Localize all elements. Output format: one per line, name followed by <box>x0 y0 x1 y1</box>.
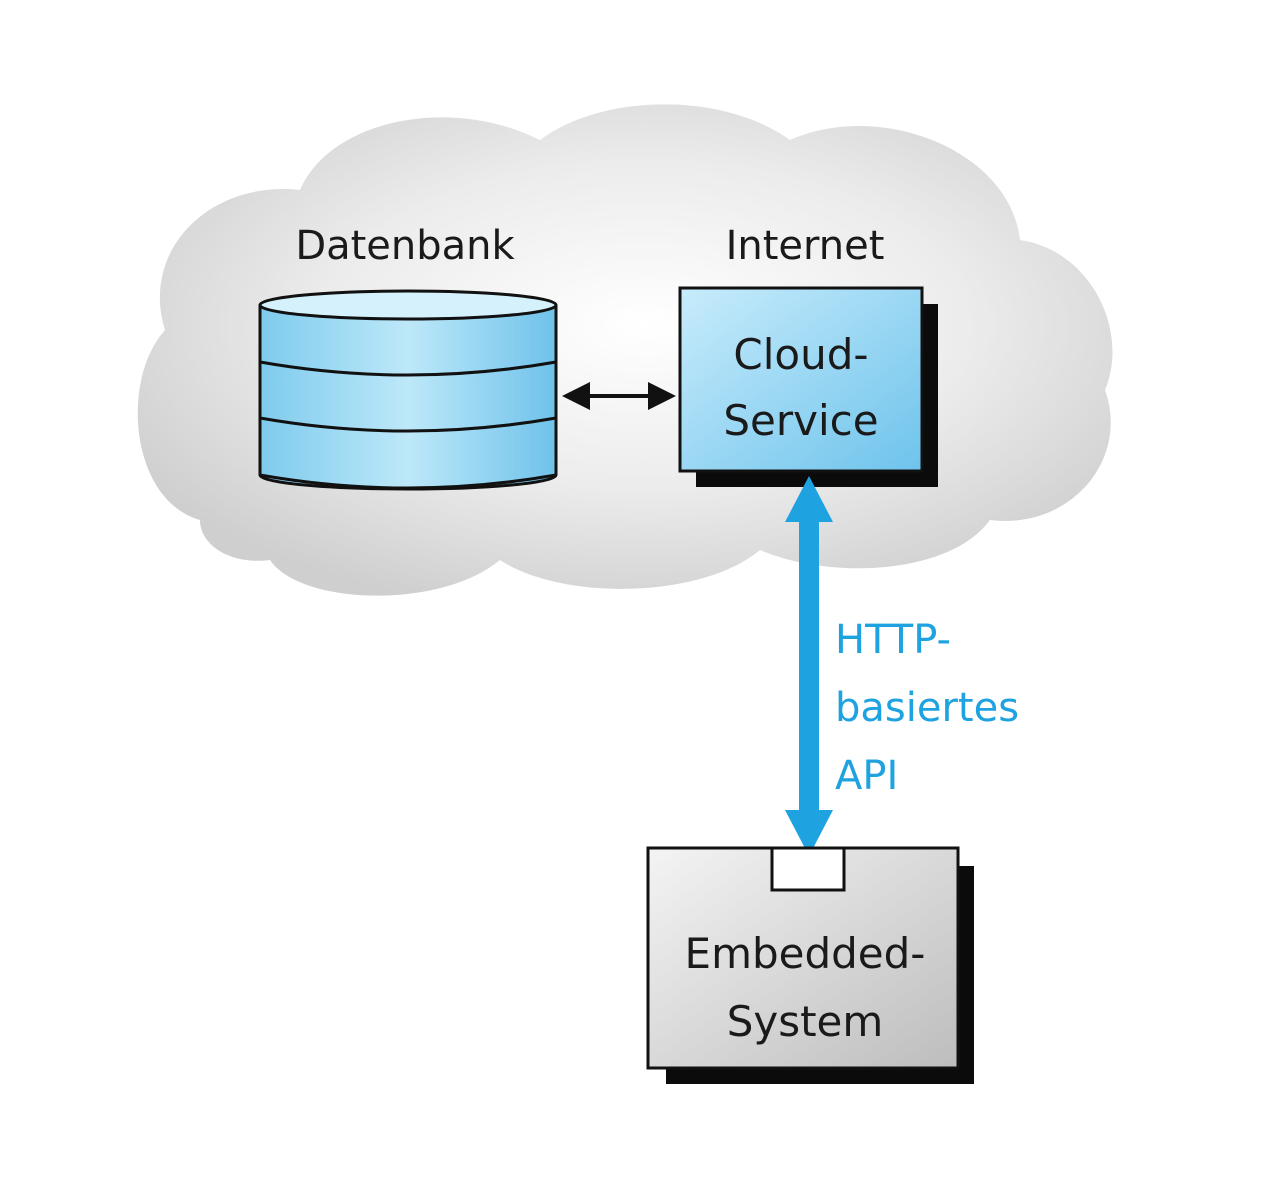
db-service-arrow <box>562 382 676 410</box>
database-label: Datenbank <box>295 223 515 269</box>
cloud-service-label-line-2: Service <box>723 396 879 445</box>
cloud-service-label: Cloud- Service <box>680 322 922 454</box>
embedded-system-label: Embedded- System <box>650 920 960 1056</box>
internet-label: Internet <box>725 223 885 269</box>
cloud-service-label-line-1: Cloud- <box>733 330 869 379</box>
api-label: HTTP- basiertes API <box>835 606 1019 810</box>
api-arrow <box>785 476 833 856</box>
api-label-line-1: HTTP- <box>835 617 951 663</box>
cloud-service-box <box>678 286 938 487</box>
connector-port-icon <box>770 846 846 892</box>
api-label-line-2: basiertes <box>835 685 1020 731</box>
api-label-line-3: API <box>835 753 899 799</box>
embedded-system-box <box>646 846 974 1084</box>
database-icon <box>258 289 558 491</box>
embedded-system-label-line-2: System <box>726 997 884 1046</box>
embedded-system-label-line-1: Embedded- <box>684 929 926 978</box>
